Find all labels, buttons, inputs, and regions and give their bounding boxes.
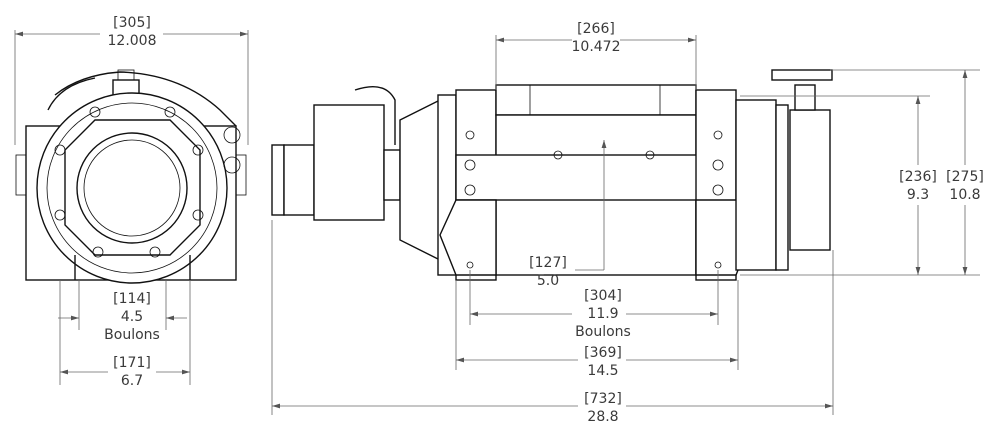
front-view bbox=[271, 69, 833, 281]
dim-114-bolts: [114] 4.5 Boulons bbox=[58, 280, 187, 343]
brake-housing bbox=[789, 109, 831, 251]
svg-text:11.9: 11.9 bbox=[587, 306, 618, 322]
svg-text:Boulons: Boulons bbox=[104, 327, 160, 343]
svg-text:10.472: 10.472 bbox=[572, 39, 621, 55]
side-view bbox=[15, 69, 247, 284]
drum-end bbox=[76, 132, 188, 244]
svg-text:Boulons: Boulons bbox=[575, 324, 631, 340]
svg-text:12.008: 12.008 bbox=[108, 33, 157, 49]
svg-text:4.5: 4.5 bbox=[121, 309, 143, 325]
svg-text:14.5: 14.5 bbox=[587, 363, 618, 379]
svg-text:6.7: 6.7 bbox=[121, 373, 143, 389]
dim-171: [171] 6.7 bbox=[59, 280, 191, 389]
dim-305: [305] 12.008 bbox=[14, 15, 249, 145]
svg-text:[732]: [732] bbox=[584, 391, 622, 407]
svg-text:5.0: 5.0 bbox=[537, 273, 559, 289]
hydraulic-motor bbox=[313, 104, 385, 221]
dim-369: [369] 14.5 bbox=[455, 280, 739, 379]
svg-text:[236]: [236] bbox=[899, 169, 937, 185]
svg-text:28.8: 28.8 bbox=[587, 409, 618, 425]
svg-text:[114]: [114] bbox=[113, 291, 151, 307]
tie-bar bbox=[455, 154, 737, 201]
svg-text:[305]: [305] bbox=[113, 15, 151, 31]
brake-handwheel bbox=[771, 69, 833, 81]
dim-304-bolts: [304] 11.9 Boulons bbox=[469, 270, 719, 340]
dim-275: [275] 10.8 bbox=[830, 69, 984, 275]
svg-text:10.8: 10.8 bbox=[949, 187, 980, 203]
svg-text:[266]: [266] bbox=[577, 21, 615, 37]
dim-127: [127] 5.0 bbox=[529, 140, 607, 289]
svg-text:[171]: [171] bbox=[113, 355, 151, 371]
svg-text:[304]: [304] bbox=[584, 288, 622, 304]
dim-732: [732] 28.8 bbox=[271, 220, 834, 425]
motor-cap bbox=[271, 144, 285, 216]
svg-text:9.3: 9.3 bbox=[907, 187, 929, 203]
svg-text:[127]: [127] bbox=[529, 255, 567, 271]
svg-text:[275]: [275] bbox=[946, 169, 984, 185]
dim-236: [236] 9.3 bbox=[740, 95, 980, 276]
svg-text:[369]: [369] bbox=[584, 345, 622, 361]
dim-266: [266] 10.472 bbox=[495, 21, 697, 90]
drum-top bbox=[495, 84, 697, 116]
